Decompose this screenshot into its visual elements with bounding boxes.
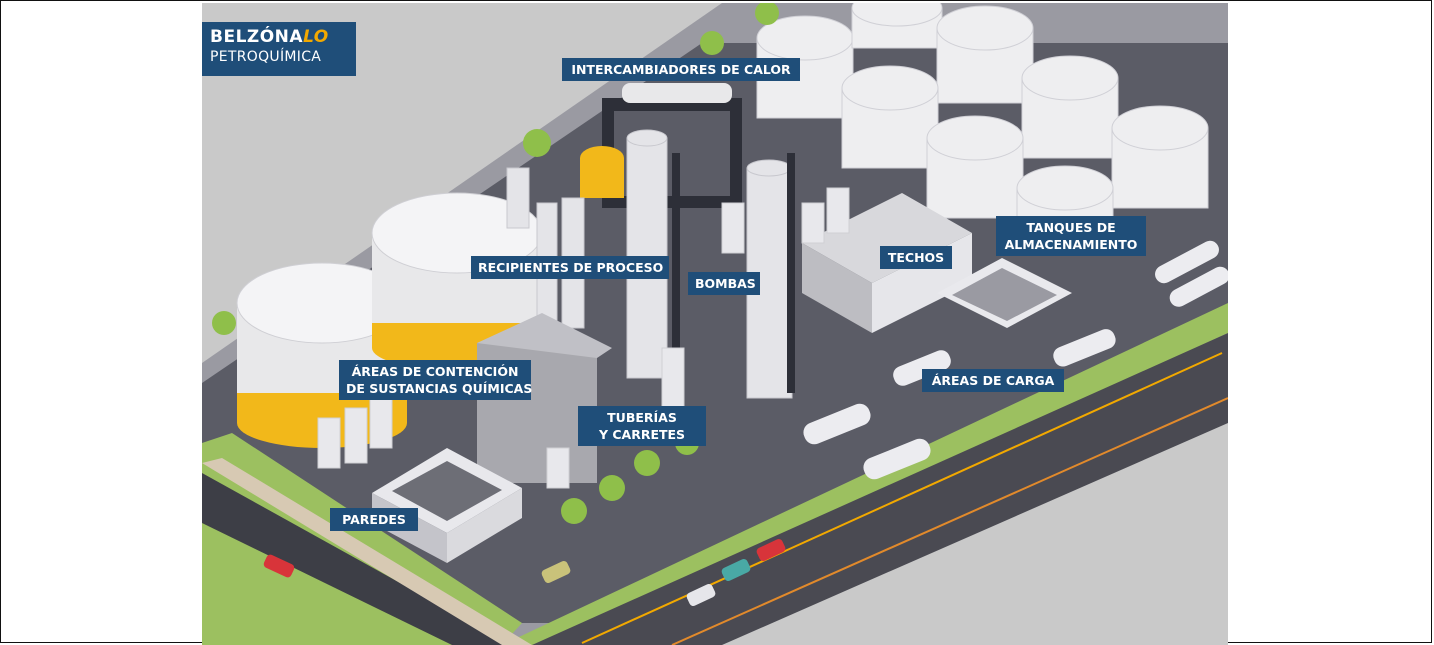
label-process-vessels[interactable]: RECIPIENTES DE PROCESO bbox=[471, 256, 669, 279]
label-pipes-spools[interactable]: TUBERÍAS Y CARRETES bbox=[578, 406, 706, 446]
label-text-line2: ALMACENAMIENTO bbox=[1004, 237, 1138, 252]
car-red bbox=[263, 554, 295, 578]
label-loading-areas[interactable]: ÁREAS DE CARGA bbox=[922, 369, 1064, 392]
car-red bbox=[756, 539, 786, 561]
road-line-orange bbox=[671, 397, 1228, 645]
tank-farm bbox=[756, 3, 1209, 234]
label-text: TECHOS bbox=[887, 250, 945, 265]
brand-name-main: BELZÓNA bbox=[210, 27, 304, 47]
label-text-line1: ÁREAS DE CONTENCIÓN bbox=[351, 364, 519, 379]
plant-scene-svg bbox=[202, 3, 1228, 645]
brand-name: BELZÓNALO bbox=[210, 27, 348, 47]
tanker-trucks bbox=[803, 240, 1228, 480]
label-text-line1: TANQUES DE bbox=[1026, 220, 1116, 235]
brand-logo: BELZÓNALO PETROQUÍMICA bbox=[202, 22, 356, 76]
label-text: BOMBAS bbox=[695, 276, 756, 291]
label-pumps[interactable]: BOMBAS bbox=[688, 272, 760, 295]
label-text: INTERCAMBIADORES DE CALOR bbox=[571, 62, 791, 77]
label-text-line1: TUBERÍAS bbox=[607, 410, 677, 425]
label-chemical-containment[interactable]: ÁREAS DE CONTENCIÓN DE SUSTANCIAS QUÍMIC… bbox=[339, 360, 533, 400]
label-text: RECIPIENTES DE PROCESO bbox=[478, 260, 664, 275]
label-text: ÁREAS DE CARGA bbox=[931, 373, 1055, 388]
car-white bbox=[686, 584, 716, 606]
car-teal bbox=[721, 559, 751, 581]
brand-subtitle: PETROQUÍMICA bbox=[210, 49, 322, 65]
label-walls[interactable]: PAREDES bbox=[330, 508, 418, 531]
loading-canopy bbox=[937, 258, 1072, 328]
brand-name-accent: LO bbox=[303, 27, 329, 47]
pipe-vertical bbox=[787, 153, 795, 393]
label-roofs[interactable]: TECHOS bbox=[880, 246, 952, 269]
small-vertical-tanks bbox=[317, 187, 850, 489]
petrochemical-plant-illustration bbox=[202, 3, 1228, 645]
internal-road bbox=[532, 333, 1228, 645]
label-text: PAREDES bbox=[342, 512, 406, 527]
pipe-vertical bbox=[672, 153, 680, 373]
label-text-line2: Y CARRETES bbox=[598, 427, 686, 442]
label-storage-tanks[interactable]: TANQUES DE ALMACENAMIENTO bbox=[996, 216, 1146, 256]
sidewalk bbox=[202, 458, 532, 645]
label-heat-exchangers[interactable]: INTERCAMBIADORES DE CALOR bbox=[562, 58, 800, 81]
label-text-line2: DE SUSTANCIAS QUÍMICAS bbox=[346, 381, 533, 396]
car-olive bbox=[541, 561, 571, 583]
